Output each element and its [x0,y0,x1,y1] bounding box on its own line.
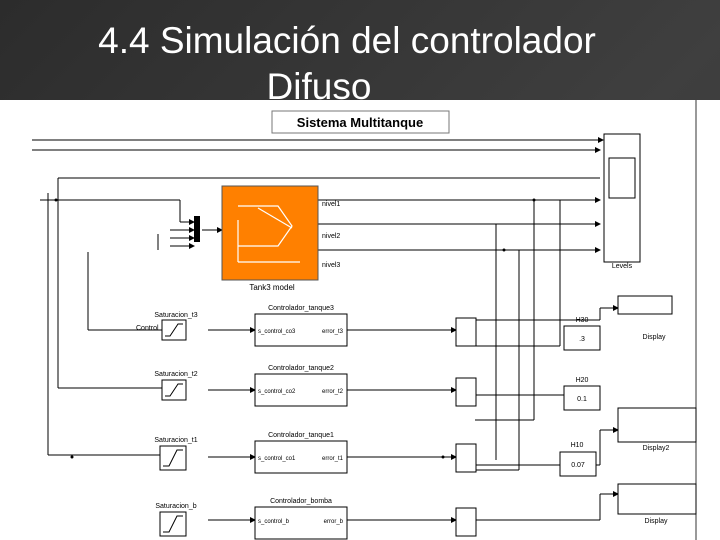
display-blocks: Display Display2 Display [617,295,697,525]
tank-model-icon [237,205,300,263]
controller-output-t1: error_t1 [322,456,344,462]
display-block-3[interactable] [617,483,697,515]
sum-block-t1[interactable] [455,443,477,473]
display-label-1: Display [643,334,666,341]
controller-input-t1: s_control_co1 [258,456,296,462]
plant-output-3: nivel3 [322,262,340,269]
constant-value-h20: 0.1 [577,396,587,403]
sum-block-t3[interactable] [455,317,477,347]
constant-name-h20: H20 [576,377,589,384]
constant-block-h10[interactable] [559,451,597,477]
display-label-2: Display2 [643,445,670,452]
controller-input-bomba: s_control_b [258,519,290,525]
simulink-diagram: Sistema Multitanque [0,100,720,540]
saturation-label-t3: Saturacion_t3 [154,312,197,319]
slide-title: 4.4 Simulación del controlador Difuso [0,18,720,110]
sum-block-bomba[interactable] [455,507,477,537]
controller-block-t3[interactable] [254,313,348,347]
controller-blocks: Controlador_tanque3 s_control_co3 error_… [254,305,348,540]
controller-name-t3: Controlador_tanque3 [268,305,334,312]
signal-lines [32,137,619,523]
saturation-label-t2: Saturacion_t2 [154,371,197,378]
controller-output-t3: error_t3 [322,329,344,335]
sum-block-t2[interactable] [455,377,477,407]
constant-value-h30: .3 [579,336,585,343]
constant-value-h10: 0.07 [571,462,585,469]
display-block-1[interactable] [617,295,673,315]
constant-name-h10: H10 [571,442,584,449]
controller-input-t2: s_control_co2 [258,389,296,395]
saturation-icon-bomba [163,515,183,533]
diagram-title: Sistema Multitanque [297,115,423,130]
saturation-icon-t3 [165,323,183,337]
saturation-blocks: Saturacion_t3 Control Saturacion_t2 Satu… [136,312,198,537]
controller-input-t3: s_control_co3 [258,329,296,335]
controller-name-bomba: Controlador_bomba [270,498,332,505]
junction-dots [54,198,536,459]
levels-scope-screen [608,157,636,199]
controller-block-t2[interactable] [254,373,348,407]
saturation-label-t1: Saturacion_t1 [154,437,197,444]
controller-output-bomba: error_b [324,519,344,525]
levels-scope-label: Levels [612,263,633,270]
controller-name-t1: Controlador_tanque1 [268,432,334,439]
constant-block-h20[interactable] [563,385,601,411]
saturation-label-bomba: Saturacion_b [155,503,196,510]
control-label: Control [136,325,159,332]
saturation-icon-t1 [163,449,183,467]
controller-block-t1[interactable] [254,440,348,474]
display-block-2[interactable] [617,407,697,443]
simulink-model-svg: Sistema Multitanque [32,100,697,540]
slide-title-line1: 4.4 Simulación del controlador [98,20,596,61]
constant-name-h30: H30 [576,317,589,324]
saturation-icon-t2 [165,383,183,397]
display-label-3: Display [645,518,668,525]
mux-block[interactable] [194,216,200,242]
plant-output-1: nivel1 [322,201,340,208]
sum-blocks [455,317,477,537]
controller-name-t2: Controlador_tanque2 [268,365,334,372]
tank-model-block[interactable] [221,185,319,281]
controller-block-bomba[interactable] [254,506,348,540]
controller-output-t2: error_t2 [322,389,344,395]
diagram-title-box [271,110,450,134]
plant-output-2: nivel2 [322,233,340,240]
constant-blocks: H30 .3 H20 0.1 H10 0.07 [559,317,601,477]
tank-model-label: Tank3 model [249,283,295,292]
constant-block-h30[interactable] [563,325,601,351]
